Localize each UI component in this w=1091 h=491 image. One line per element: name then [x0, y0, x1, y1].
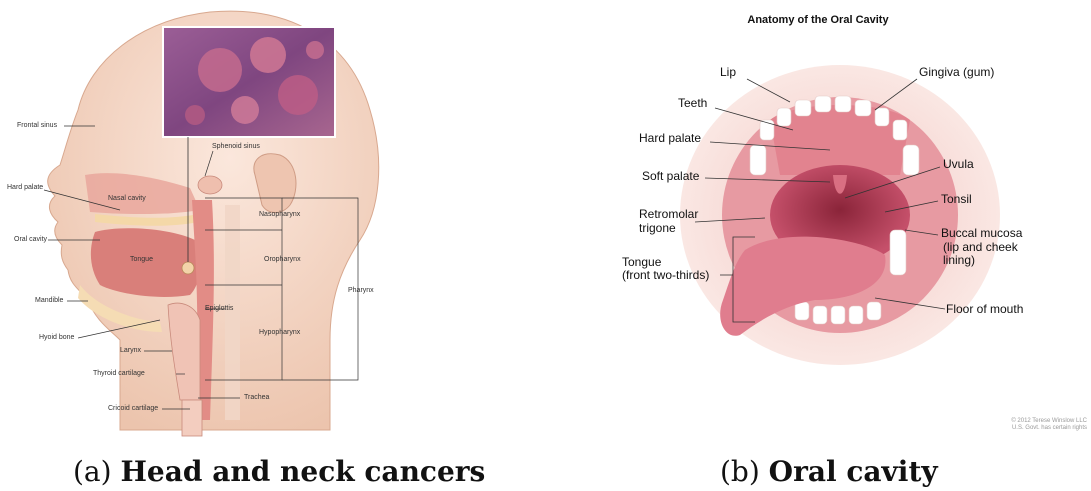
- label-hard-palate: Hard palate: [7, 184, 43, 192]
- label-teeth: Teeth: [678, 97, 707, 110]
- label-tongue-front: (front two-thirds): [622, 269, 709, 282]
- label-oral-cavity: Oral cavity: [14, 236, 47, 244]
- label-hard-palate-b: Hard palate: [639, 132, 701, 145]
- label-thyroid-cartilage: Thyroid cartilage: [93, 370, 145, 378]
- label-epiglottis: Epiglottis: [205, 305, 233, 313]
- label-lip: Lip: [720, 66, 736, 79]
- caption-a-prefix: (a): [73, 455, 120, 488]
- label-tongue: Tongue: [130, 256, 153, 264]
- label-trigone: trigone: [639, 222, 676, 235]
- trachea-shape: [182, 400, 202, 436]
- caption-a: (a) Head and neck cancers: [73, 455, 485, 488]
- caption-a-title: Head and neck cancers: [120, 455, 485, 488]
- label-pharynx: Pharynx: [348, 287, 374, 295]
- oral-cavity-drawing: [545, 0, 1091, 440]
- label-soft-palate: Soft palate: [642, 170, 699, 183]
- label-buccal-lining: lining): [943, 254, 975, 267]
- caption-b-title: Oral cavity: [769, 455, 938, 488]
- label-retromolar: Retromolar: [639, 208, 698, 221]
- label-gingiva: Gingiva (gum): [919, 66, 994, 79]
- label-trachea: Trachea: [244, 394, 269, 402]
- label-buccal-mucosa: Buccal mucosa: [941, 227, 1022, 240]
- tumor-marker: [182, 262, 194, 274]
- head-neck-drawing: [0, 0, 545, 440]
- label-nasopharynx: Nasopharynx: [259, 211, 300, 219]
- sphenoid-sinus-shape: [198, 176, 222, 194]
- label-hypopharynx: Hypopharynx: [259, 329, 300, 337]
- label-mandible: Mandible: [35, 297, 63, 305]
- label-oropharynx: Oropharynx: [264, 256, 301, 264]
- label-tonsil: Tonsil: [941, 193, 972, 206]
- label-uvula: Uvula: [943, 158, 974, 171]
- label-frontal-sinus: Frontal sinus: [17, 122, 57, 130]
- label-sphenoid-sinus: Sphenoid sinus: [212, 143, 260, 151]
- label-hyoid-bone: Hyoid bone: [39, 334, 74, 342]
- head-neck-illustration: Frontal sinus Sphenoid sinus Hard palate…: [0, 0, 545, 440]
- credit-line-2: U.S. Govt. has certain rights: [945, 425, 1087, 432]
- credit-line-1: © 2012 Terese Winslow LLC: [945, 418, 1087, 425]
- label-larynx: Larynx: [120, 347, 141, 355]
- caption-b: (b) Oral cavity: [720, 455, 938, 488]
- label-cricoid-cartilage: Cricoid cartilage: [108, 405, 158, 413]
- label-floor-of-mouth: Floor of mouth: [946, 303, 1023, 316]
- caption-b-prefix: (b): [720, 455, 769, 488]
- oral-cavity-illustration: Anatomy of the Oral Cavity: [545, 0, 1091, 440]
- label-nasal-cavity: Nasal cavity: [108, 195, 146, 203]
